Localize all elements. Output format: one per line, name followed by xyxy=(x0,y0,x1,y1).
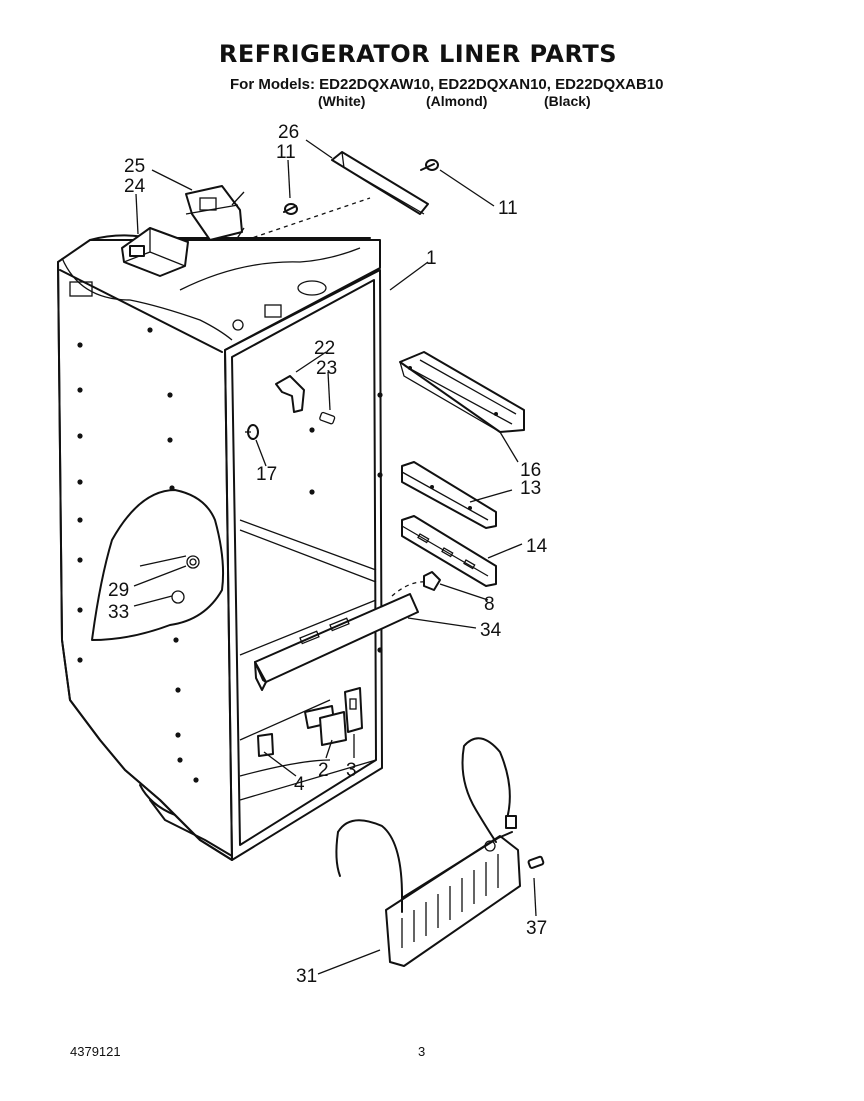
color-almond-label: (Almond) xyxy=(426,93,488,109)
callout-31: 31 xyxy=(296,966,317,987)
callout-16: 16 xyxy=(520,460,541,481)
part-8-clip xyxy=(423,571,441,591)
part-31-heater xyxy=(335,737,545,967)
part-16-rail xyxy=(399,351,525,433)
color-black-label: (Black) xyxy=(544,93,591,109)
document-number: 4379121 xyxy=(70,1044,121,1059)
cutaway-panel xyxy=(91,489,225,641)
callout-33: 33 xyxy=(108,602,129,623)
callout-26: 26 xyxy=(278,122,299,143)
callout-34: 34 xyxy=(480,620,502,641)
callout-25: 25 xyxy=(124,156,145,177)
part-17-screw xyxy=(245,424,259,440)
callouts: 26 11 25 24 11 1 22 23 17 16 13 14 8 34 … xyxy=(108,122,548,987)
page-number: 3 xyxy=(418,1044,426,1059)
callout-14: 14 xyxy=(526,536,548,557)
part-14-rail xyxy=(401,515,497,587)
callout-23: 23 xyxy=(316,358,337,379)
callout-11-upper: 11 xyxy=(276,142,296,163)
callout-1: 1 xyxy=(426,248,437,269)
part-25-bracket xyxy=(185,185,245,241)
callout-11-right: 11 xyxy=(498,198,518,219)
callout-22: 22 xyxy=(314,338,335,359)
part-24-component xyxy=(121,227,189,277)
callout-8: 8 xyxy=(484,594,495,615)
part-11-screw-left xyxy=(283,203,298,215)
page-title: REFRIGERATOR LINER PARTS xyxy=(218,40,618,68)
callout-2: 2 xyxy=(318,760,329,781)
liner-frame xyxy=(224,269,383,861)
callout-3: 3 xyxy=(346,760,357,781)
callout-29: 29 xyxy=(108,580,129,601)
color-white-label: (White) xyxy=(318,93,366,109)
part-11-screw-right xyxy=(420,159,439,171)
part-34-shelf-rail xyxy=(254,581,429,691)
part-13-rail xyxy=(401,461,497,529)
part-22-bracket xyxy=(275,375,336,425)
callout-37: 37 xyxy=(526,918,547,939)
callout-4: 4 xyxy=(294,774,305,795)
part-26-rail xyxy=(245,151,429,241)
callout-17: 17 xyxy=(256,464,277,485)
leader-lines xyxy=(133,139,537,975)
models-line: For Models: ED22DQXAW10, ED22DQXAN10, ED… xyxy=(230,76,664,93)
bottom-brackets xyxy=(257,687,363,757)
callout-24: 24 xyxy=(124,176,146,197)
callout-13: 13 xyxy=(520,478,541,499)
